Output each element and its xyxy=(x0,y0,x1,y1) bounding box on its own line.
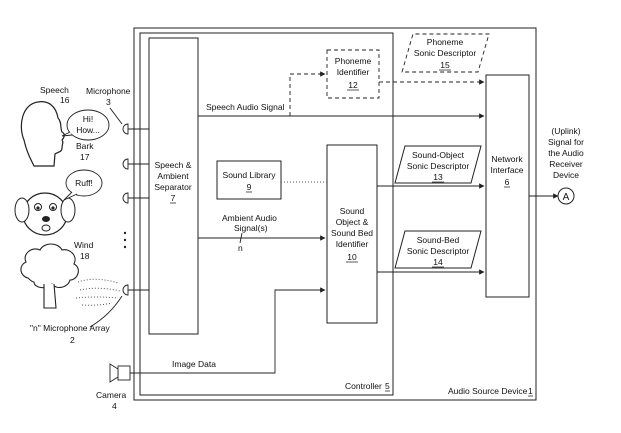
ambient-audio-label-1: Ambient Audio xyxy=(222,213,277,223)
microphone-array: Microphone 3 "n" Microphone Array 2 xyxy=(30,86,149,345)
svg-text:Sound Library: Sound Library xyxy=(223,170,277,180)
controller-label: Controller xyxy=(345,381,382,391)
svg-text:6: 6 xyxy=(505,177,510,187)
microphone-num: 3 xyxy=(106,97,111,107)
svg-text:Sound-Bed: Sound-Bed xyxy=(417,235,460,245)
bark-bubble: Ruff! xyxy=(63,169,103,201)
sound-object-sonic-descriptor: Sound-Object Sonic Descriptor 13 xyxy=(394,145,482,184)
ellipsis-dots xyxy=(123,231,127,249)
ambient-audio-label-2: Signal(s) xyxy=(234,223,268,233)
phoneme-sonic-descriptor: Phoneme Sonic Descriptor 15 xyxy=(401,33,490,73)
svg-text:7: 7 xyxy=(171,193,176,203)
svg-text:Sonic Descriptor: Sonic Descriptor xyxy=(407,161,470,171)
svg-text:Interface: Interface xyxy=(490,165,523,175)
mic-array-label: "n" Microphone Array xyxy=(30,323,110,333)
svg-text:Phoneme: Phoneme xyxy=(335,56,372,66)
svg-text:Sonic Descriptor: Sonic Descriptor xyxy=(407,246,470,256)
svg-text:10: 10 xyxy=(347,252,357,262)
svg-text:A: A xyxy=(563,192,570,203)
svg-text:Object &: Object & xyxy=(336,217,369,227)
svg-text:Sound Bed: Sound Bed xyxy=(331,228,373,238)
svg-text:15: 15 xyxy=(440,60,450,70)
svg-text:12: 12 xyxy=(348,80,358,90)
svg-text:the Audio: the Audio xyxy=(548,148,584,158)
speech-label: Speech xyxy=(40,85,69,95)
network-interface: Network Interface 6 xyxy=(485,74,530,298)
svg-text:Separator: Separator xyxy=(154,182,191,192)
svg-text:Ambient: Ambient xyxy=(157,171,189,181)
speech-num: 16 xyxy=(60,95,70,105)
speech-ambient-separator: Speech & Ambient Separator 7 xyxy=(148,37,199,335)
camera-num: 4 xyxy=(112,401,117,411)
svg-text:Signal for: Signal for xyxy=(548,137,584,147)
svg-text:Ruff!: Ruff! xyxy=(75,178,93,188)
speaking-head-icon: Speech 16 xyxy=(20,85,70,167)
dog-icon: Bark 17 xyxy=(14,141,94,236)
svg-text:Identifier: Identifier xyxy=(336,239,369,249)
svg-text:14: 14 xyxy=(433,257,443,267)
svg-text:13: 13 xyxy=(433,172,443,182)
microphone-icon xyxy=(122,192,149,204)
audio-source-device-num: 1 xyxy=(528,386,533,396)
bark-label: Bark xyxy=(76,141,94,151)
tree-icon: Wind 18 xyxy=(20,240,94,309)
speech-audio-signal-label: Speech Audio Signal xyxy=(206,102,285,112)
sound-object-sound-bed-identifier: Sound Object & Sound Bed Identifier 10 xyxy=(326,144,378,324)
image-data-label: Image Data xyxy=(172,359,216,369)
svg-text:Phoneme: Phoneme xyxy=(427,37,464,47)
svg-text:Network: Network xyxy=(491,154,523,164)
microphone-icon xyxy=(122,123,149,135)
ambient-audio-n: n xyxy=(238,243,243,253)
phoneme-identifier: Phoneme Identifier 12 xyxy=(326,49,380,99)
svg-text:(Uplink): (Uplink) xyxy=(551,126,580,136)
svg-text:Receiver: Receiver xyxy=(549,159,583,169)
signal-wires: Speech Audio Signal Ambient Audio Signal… xyxy=(130,71,559,374)
mic-array-num: 2 xyxy=(70,335,75,345)
svg-text:9: 9 xyxy=(247,182,252,192)
microphone-icon xyxy=(122,158,149,170)
svg-text:Sound-Object: Sound-Object xyxy=(412,150,465,160)
wind-num: 18 xyxy=(80,251,90,261)
svg-text:Hi!: Hi! xyxy=(83,114,93,124)
svg-text:Sonic Descriptor: Sonic Descriptor xyxy=(414,48,477,58)
wind-lines xyxy=(75,278,121,306)
svg-text:Identifier: Identifier xyxy=(337,67,370,77)
camera-label: Camera xyxy=(96,390,127,400)
sound-bed-sonic-descriptor: Sound-Bed Sonic Descriptor 14 xyxy=(394,230,482,269)
svg-text:Speech &: Speech & xyxy=(155,160,192,170)
sound-library: Sound Library 9 xyxy=(216,160,282,200)
camera-icon: Camera 4 xyxy=(96,363,131,411)
speech-bubble: Hi! How... xyxy=(61,109,110,141)
wind-label: Wind xyxy=(74,240,94,250)
svg-text:Sound: Sound xyxy=(340,206,365,216)
bark-num: 17 xyxy=(80,152,90,162)
controller-num: 5 xyxy=(385,381,390,391)
svg-text:How...: How... xyxy=(76,125,100,135)
microphone-label: Microphone xyxy=(86,86,131,96)
uplink-connector: A (Uplink) Signal for the Audio Receiver… xyxy=(548,126,584,205)
audio-source-device-label: Audio Source Device xyxy=(448,386,528,396)
svg-text:Device: Device xyxy=(553,170,579,180)
microphone-icon xyxy=(122,284,149,296)
